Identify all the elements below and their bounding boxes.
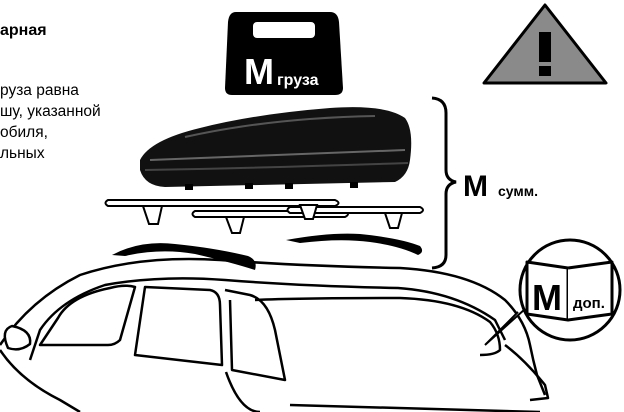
car-drawing (0, 259, 548, 412)
cargo-weight-icon: M груза (225, 12, 343, 95)
m-dop-letter: M (532, 277, 562, 318)
cross-bars (106, 200, 424, 233)
m-dop-subscript: доп. (573, 295, 605, 312)
m-gruza-letter: M (244, 51, 274, 92)
total-weight-brace (432, 98, 456, 268)
m-summ-letter: M (463, 170, 488, 203)
m-gruza-subscript: груза (277, 72, 319, 89)
warning-triangle-icon (484, 5, 606, 83)
roof-rails (112, 234, 422, 270)
roof-box (140, 107, 411, 190)
open-manual-icon: M доп. (485, 240, 620, 345)
m-summ-subscript: сумм. (498, 183, 538, 199)
